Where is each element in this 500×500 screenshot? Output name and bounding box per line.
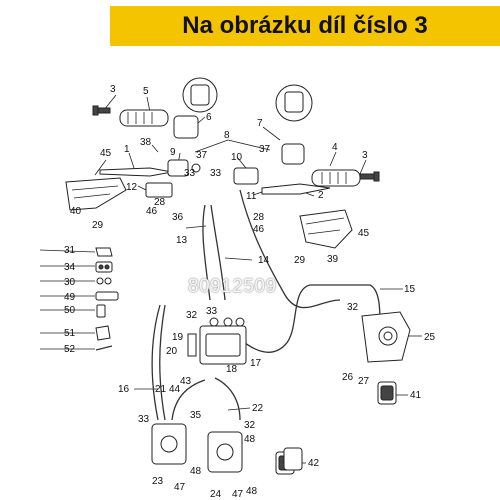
part-label: 45 xyxy=(100,148,112,159)
part-label: 33 xyxy=(206,306,218,317)
part-label: 4 xyxy=(332,142,338,153)
part-label: 7 xyxy=(257,118,263,129)
part-label: 21 xyxy=(155,384,167,395)
abs-modulator xyxy=(187,317,247,365)
part-label: 35 xyxy=(190,410,202,421)
part-label: 36 xyxy=(172,212,184,223)
small-fittings xyxy=(95,247,119,351)
part-label: 29 xyxy=(294,255,306,266)
part-label: 6 xyxy=(206,112,212,123)
left-handlebar-parts xyxy=(65,77,218,211)
part-label: 37 xyxy=(196,150,208,161)
part-label: 33 xyxy=(210,168,222,179)
part-label: 3 xyxy=(362,150,368,161)
front-calipers xyxy=(151,423,303,475)
part-label: 27 xyxy=(358,376,370,387)
part-label: 46 xyxy=(146,206,158,217)
part-label: 11 xyxy=(246,191,257,202)
part-label: 19 xyxy=(172,332,184,343)
part-label: 50 xyxy=(64,305,76,316)
part-label: 15 xyxy=(404,284,416,295)
part-label: 32 xyxy=(347,302,359,313)
part-label: 47 xyxy=(232,489,244,500)
part-label: 47 xyxy=(174,482,186,493)
part-label: 40 xyxy=(70,206,82,217)
part-label: 39 xyxy=(327,254,339,265)
part-label: 12 xyxy=(126,182,138,193)
part-label: 17 xyxy=(250,358,262,369)
part-label: 5 xyxy=(143,86,149,97)
part-label: 32 xyxy=(244,420,256,431)
part-label: 44 xyxy=(169,384,181,395)
part-label: 30 xyxy=(64,277,76,288)
part-label: 33 xyxy=(184,168,196,179)
part-label: 8 xyxy=(224,130,230,141)
part-label: 9 xyxy=(170,147,176,158)
part-label: 37 xyxy=(259,144,271,155)
part-label: 28 xyxy=(154,197,166,208)
rear-caliper xyxy=(361,311,411,405)
part-label: 51 xyxy=(64,328,76,339)
part-label: 42 xyxy=(308,458,320,469)
part-label: 3 xyxy=(110,84,116,95)
part-label: 34 xyxy=(64,262,76,273)
part-label: 26 xyxy=(342,372,354,383)
part-label: 41 xyxy=(410,390,422,401)
right-handlebar-parts xyxy=(233,84,380,249)
part-label: 20 xyxy=(166,346,178,357)
page-title: Na obrázku díl číslo 3 xyxy=(182,12,428,39)
part-label: 45 xyxy=(358,228,370,239)
part-label: 43 xyxy=(180,376,192,387)
part-label: 25 xyxy=(424,332,436,343)
part-label: 24 xyxy=(210,489,222,500)
part-label: 18 xyxy=(226,364,238,375)
part-label: 33 xyxy=(138,414,150,425)
part-label: 13 xyxy=(176,235,188,246)
header-banner: Na obrázku díl číslo 3 xyxy=(110,6,500,46)
part-label: 48 xyxy=(246,486,258,497)
part-label: 10 xyxy=(231,152,243,163)
part-label: 2 xyxy=(318,190,324,201)
part-label: 46 xyxy=(253,224,265,235)
part-label: 23 xyxy=(152,476,164,487)
part-label: 38 xyxy=(140,137,152,148)
part-labels: 3 5 6 7 3 4 8 1 38 9 37 10 37 2 45 12 33… xyxy=(64,84,436,500)
part-label: 52 xyxy=(64,344,76,355)
part-label: 29 xyxy=(92,220,104,231)
part-label: 16 xyxy=(118,384,130,395)
part-label: 48 xyxy=(244,434,256,445)
part-label: 22 xyxy=(252,403,264,414)
brake-hoses xyxy=(151,189,381,421)
part-label: 49 xyxy=(64,292,76,303)
part-label: 31 xyxy=(64,245,76,256)
part-number-watermark: 80912509 xyxy=(188,276,277,297)
part-label: 1 xyxy=(124,144,130,155)
part-label: 48 xyxy=(190,466,202,477)
part-label: 14 xyxy=(258,255,270,266)
part-label: 28 xyxy=(253,212,265,223)
part-label: 32 xyxy=(186,310,198,321)
